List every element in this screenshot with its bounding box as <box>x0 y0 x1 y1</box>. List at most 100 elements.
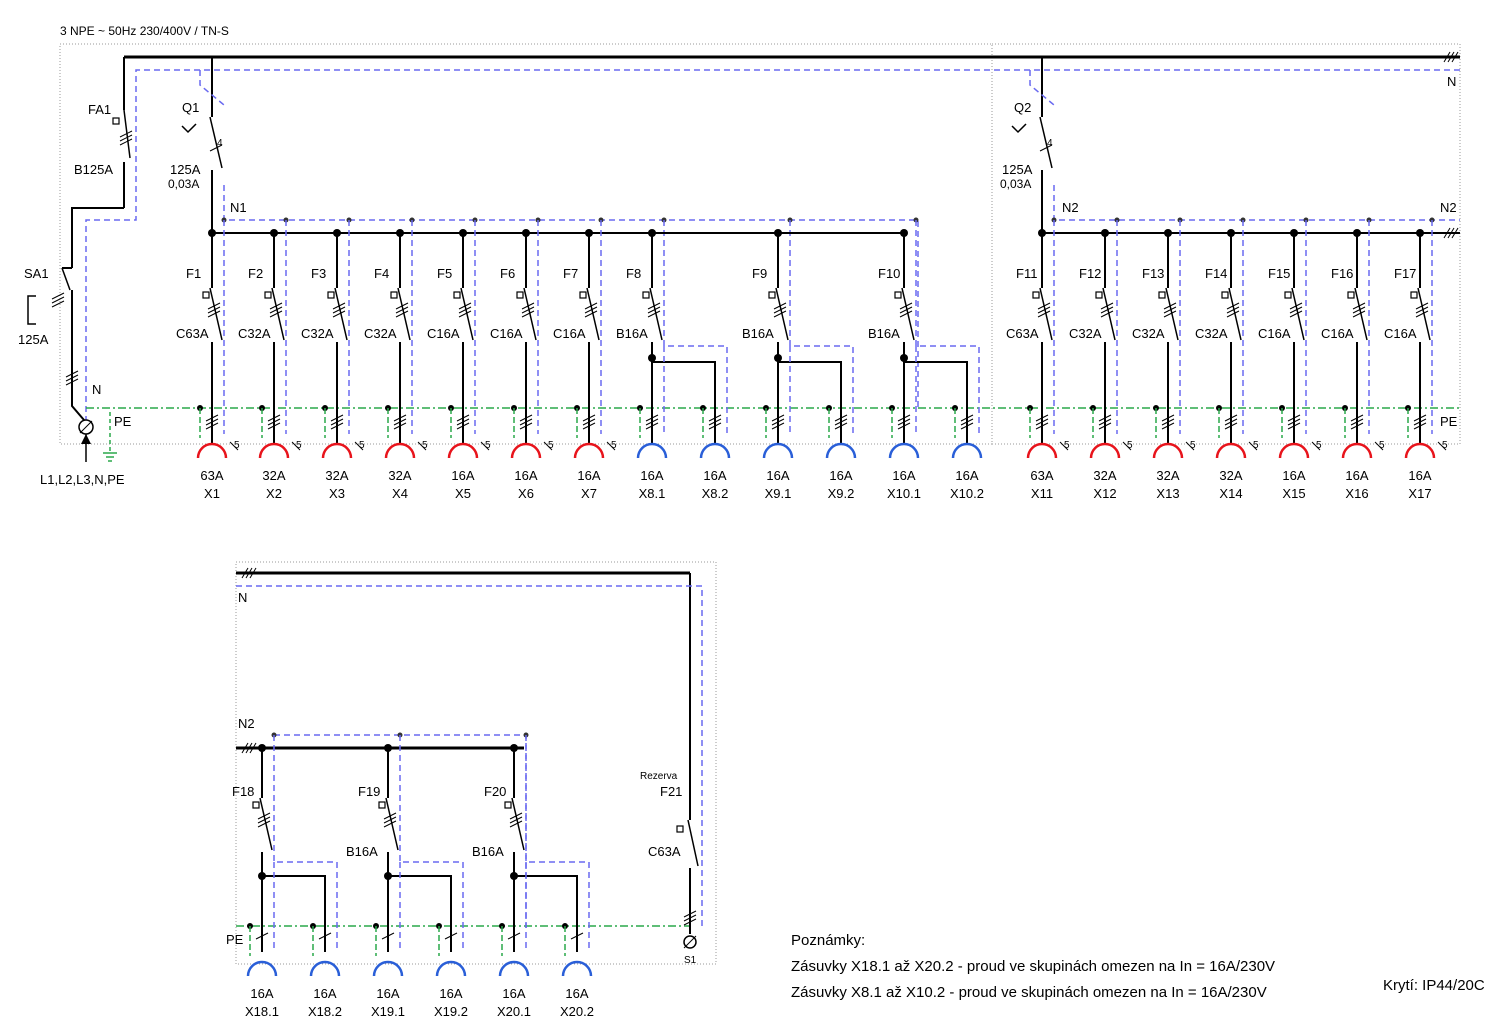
q2-label: Q2 <box>1014 100 1031 115</box>
q1-label: Q1 <box>182 100 199 115</box>
q2-trip: 0,03A <box>1000 177 1031 191</box>
phase-wire <box>904 361 968 434</box>
bottom-pe-label: PE <box>226 932 244 947</box>
breaker-trip-icon <box>1032 291 1040 299</box>
socket-pole-count: 5 <box>548 440 554 451</box>
fa1-symbol <box>112 109 133 159</box>
socket-id: X8.1 <box>639 486 666 501</box>
breaker-trip-icon <box>453 291 461 299</box>
socket-id: X3 <box>329 486 345 501</box>
notes-title: Poznámky: <box>791 932 866 949</box>
main-feed-wiring <box>62 57 125 421</box>
wire-tick <box>521 302 535 310</box>
wire-tick <box>207 310 221 318</box>
breaker-trip-icon <box>327 291 335 299</box>
wire-tick <box>570 932 584 940</box>
wire-tick <box>458 306 472 314</box>
phase-wire <box>262 875 326 952</box>
breaker-label: F10 <box>878 266 900 281</box>
socket-pole-mark <box>543 441 553 451</box>
breaker-trip-icon <box>378 801 386 809</box>
rcd-trip-icon <box>181 123 197 134</box>
rezerva-label: Rezerva <box>640 771 678 782</box>
wire-tick <box>899 310 913 318</box>
phase-wire <box>514 875 578 952</box>
q2-wiring <box>1041 57 1460 234</box>
breaker-rating: C32A <box>1069 326 1102 341</box>
socket-id: X20.2 <box>560 1004 594 1019</box>
wire-tick <box>1352 302 1366 310</box>
wire-tick <box>383 812 397 820</box>
wire-tick <box>51 300 65 308</box>
breaker-f18: F18 <box>232 732 338 952</box>
socket-id: X14 <box>1219 486 1242 501</box>
wire-tick <box>683 910 697 918</box>
breaker-blade <box>775 287 789 341</box>
enclosure-frame-bottom <box>235 561 717 965</box>
socket-pole-mark <box>1185 441 1195 451</box>
socket-rating: 32A <box>1156 468 1179 483</box>
wire-tick <box>584 302 598 310</box>
socket-rating: 63A <box>200 468 223 483</box>
wire-tick <box>395 306 409 314</box>
wire-tick <box>584 306 598 314</box>
breaker-label: F11 <box>1016 266 1037 281</box>
breaker-trip-icon <box>112 117 120 125</box>
breaker-trip-icon <box>202 291 210 299</box>
notes-block: Poznámky: Zásuvky X18.1 až X20.2 - proud… <box>791 928 1275 1006</box>
bus-tick <box>249 567 257 579</box>
socket-rating: 16A <box>313 986 336 1001</box>
bus-tick <box>1443 51 1451 63</box>
socket-pole-mark <box>291 441 301 451</box>
bus-tick <box>1451 51 1459 63</box>
socket-icon <box>825 442 857 459</box>
breaker-blade <box>334 287 348 341</box>
socket-pole-count: 5 <box>1379 440 1385 451</box>
socket-id: X19.2 <box>434 1004 468 1019</box>
breaker-label: F2 <box>248 266 263 281</box>
socket-rating: 32A <box>325 468 348 483</box>
wire-tick <box>257 820 271 828</box>
bus-tick <box>1447 227 1455 239</box>
q2-symbol <box>1011 116 1053 169</box>
socket-icon <box>573 442 605 459</box>
bus-tick <box>1451 227 1459 239</box>
pe-label-right: PE <box>1440 414 1458 429</box>
wire-tick <box>1037 302 1051 310</box>
wire-tick <box>332 310 346 318</box>
breaker-blade <box>271 287 285 341</box>
neutral-drop <box>525 735 590 952</box>
breaker-trip-icon <box>1347 291 1355 299</box>
socket-pole-mark <box>354 441 364 451</box>
wire-tick <box>1100 306 1114 314</box>
wire-tick <box>1289 310 1303 318</box>
rezerva-f21-circuit <box>683 868 697 949</box>
breaker-trip-icon <box>676 825 684 833</box>
socket-icon <box>636 442 668 459</box>
bus-tick <box>245 742 253 754</box>
socket-pole-count: 5 <box>1190 440 1196 451</box>
breaker-trip-icon <box>894 291 902 299</box>
wire-tick <box>1415 302 1429 310</box>
static-wiring: 3 NPE ~ 50Hz 230/400V / TN-S N PE N PE L… <box>18 24 1461 966</box>
breaker-trip-icon <box>252 801 260 809</box>
wire-tick <box>1415 310 1429 318</box>
socket-pole-count: 5 <box>1442 440 1448 451</box>
wire-tick <box>773 310 787 318</box>
wire-tick <box>1226 310 1240 318</box>
breaker-blade <box>901 287 915 341</box>
breaker-rating: C63A <box>1006 326 1039 341</box>
wire-tick <box>509 820 523 828</box>
q1-symbol <box>181 116 223 169</box>
